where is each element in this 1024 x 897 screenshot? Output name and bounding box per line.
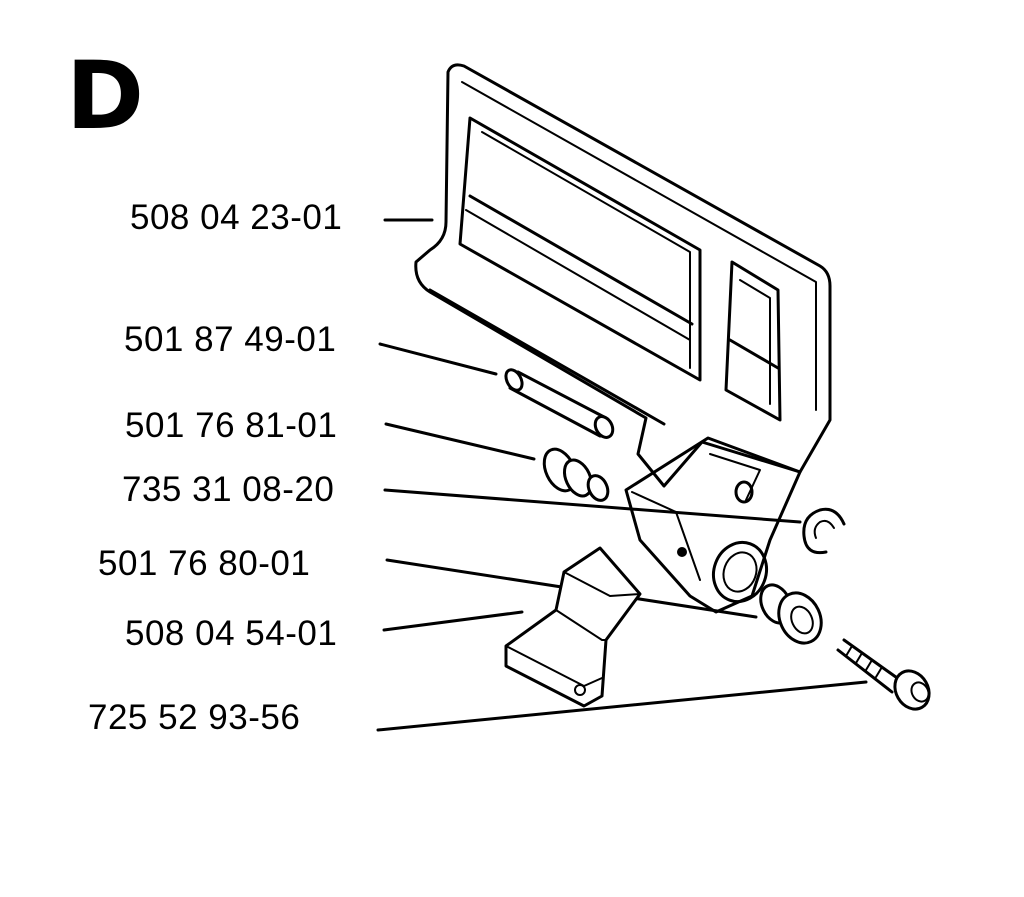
guard-window-bar bbox=[468, 194, 694, 326]
guard-window-small-bar bbox=[728, 338, 780, 370]
guard-bolt-hole bbox=[734, 480, 754, 504]
circlip-ring bbox=[802, 507, 846, 555]
spring-bushing-body bbox=[562, 458, 594, 498]
pin-shaft bbox=[508, 370, 608, 438]
bushing-drawing bbox=[759, 583, 823, 645]
leader-line-circlip bbox=[383, 488, 802, 524]
screw-socket bbox=[910, 681, 930, 703]
part-label-screw: 725 52 93-56 bbox=[88, 698, 301, 737]
pin-head bbox=[504, 368, 524, 392]
section-letter: D bbox=[66, 42, 145, 151]
leader-line-hand-guard-lever bbox=[382, 610, 524, 632]
guard-mount-bracket bbox=[624, 436, 802, 614]
bushing-bore bbox=[790, 605, 814, 635]
leader-lines bbox=[376, 218, 868, 732]
guard-mount-edge bbox=[631, 491, 701, 581]
guard-window-small bbox=[724, 260, 782, 422]
lever-top-edge bbox=[563, 571, 641, 597]
leader-line-spring-bushing bbox=[384, 422, 536, 461]
hand-guard-lever-drawing bbox=[504, 546, 642, 708]
spring-bushing-tip bbox=[586, 474, 610, 502]
guard-window-inner bbox=[481, 131, 691, 369]
spring-bushing-drawing bbox=[542, 447, 610, 502]
lever-hole bbox=[574, 684, 586, 696]
part-label-bushing: 501 76 80-01 bbox=[98, 544, 311, 583]
guard-pivot-hole bbox=[712, 540, 768, 604]
screw-thread-marks bbox=[845, 645, 883, 678]
guard-window-bar-edge bbox=[465, 209, 691, 341]
part-label-hand-guard-lever: 508 04 54-01 bbox=[125, 614, 338, 653]
part-label-circlip: 735 31 08-20 bbox=[122, 470, 335, 509]
chain-guard-plate-drawing bbox=[414, 63, 832, 614]
guard-outline bbox=[414, 63, 832, 488]
leader-line-pin bbox=[378, 342, 498, 376]
guard-rivet bbox=[677, 547, 687, 557]
guard-rim bbox=[461, 81, 817, 411]
pin-drawing bbox=[504, 368, 615, 439]
guard-window-small-inner bbox=[739, 279, 771, 405]
guard-pivot-hole-inner bbox=[722, 551, 758, 593]
guard-lower-lip bbox=[428, 288, 666, 426]
pin-end bbox=[593, 415, 615, 439]
screw-drawing bbox=[836, 638, 931, 711]
circlip-inner bbox=[813, 519, 835, 539]
lever-body bbox=[504, 546, 642, 708]
part-label-spring-bushing: 501 76 81-01 bbox=[125, 406, 338, 445]
guard-window-large bbox=[458, 116, 702, 382]
leader-line-screw bbox=[376, 680, 868, 732]
part-label-pin: 501 87 49-01 bbox=[124, 320, 337, 359]
circlip-drawing bbox=[802, 507, 846, 555]
part-label-chain-guard-plate: 508 04 23-01 bbox=[130, 198, 343, 237]
lever-mid-edge bbox=[555, 609, 607, 641]
